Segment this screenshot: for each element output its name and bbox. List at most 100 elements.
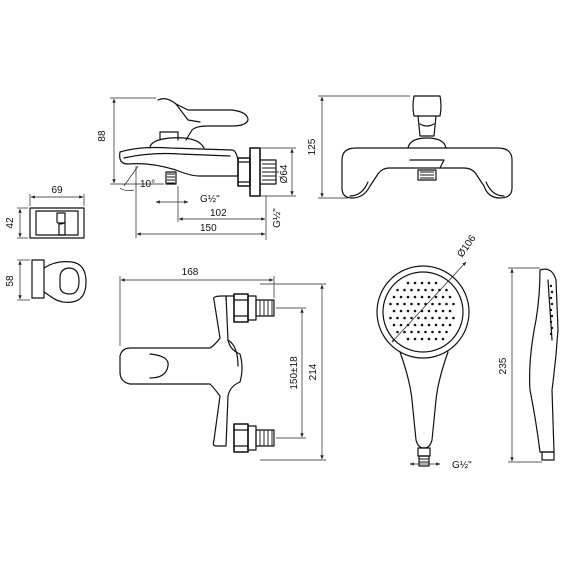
hand-shower-front-view: Ø106 G½"	[376, 233, 479, 471]
nozzle	[403, 330, 406, 334]
side-nozzle	[549, 308, 553, 312]
nozzle	[441, 295, 445, 299]
nozzle	[445, 288, 448, 292]
nozzle	[427, 281, 431, 285]
nozzle	[434, 323, 438, 327]
nozzle	[399, 323, 403, 327]
nozzle	[438, 302, 441, 306]
dim-spout-angle: 10°	[140, 179, 155, 190]
nozzle	[431, 288, 434, 292]
nozzle	[403, 316, 406, 320]
dim-thread-inlet: G½"	[272, 208, 283, 228]
nozzle	[427, 337, 431, 341]
dim-shower-head-dia: Ø106	[455, 233, 478, 260]
nozzle	[410, 316, 413, 320]
nozzle	[403, 288, 406, 292]
dim-faucet-height: 88	[97, 130, 108, 142]
nozzle	[452, 302, 455, 306]
dim-shower-thread: G½"	[452, 460, 472, 471]
side-nozzle	[549, 332, 553, 336]
nozzle	[410, 302, 413, 306]
nozzle	[417, 302, 420, 306]
dim-shower-length: 235	[498, 357, 509, 374]
nozzle	[420, 337, 424, 341]
nozzle	[424, 330, 427, 334]
dim-holder-width: 69	[51, 185, 63, 196]
dim-front-height: 125	[307, 138, 318, 155]
nozzle	[389, 302, 392, 306]
nozzle	[406, 337, 410, 341]
nozzle	[410, 330, 413, 334]
nozzle	[441, 323, 445, 327]
shower-side-nozzles	[549, 284, 554, 336]
nozzle	[399, 295, 403, 299]
hand-shower-side-view: 235	[498, 267, 559, 463]
side-nozzle	[550, 326, 554, 330]
nozzle	[434, 309, 438, 313]
nozzle	[431, 302, 434, 306]
side-nozzle	[549, 296, 553, 300]
nozzle	[406, 295, 410, 299]
nozzle	[434, 337, 438, 341]
nozzle	[417, 330, 420, 334]
nozzle	[420, 295, 424, 299]
side-nozzle	[550, 290, 554, 294]
nozzle	[438, 316, 441, 320]
nozzle	[403, 302, 406, 306]
nozzle	[420, 281, 424, 285]
nozzle	[396, 316, 399, 320]
nozzle	[441, 309, 445, 313]
side-nozzle	[549, 320, 553, 324]
faucet-top-view: 168 214 150±18	[119, 267, 326, 461]
nozzle	[434, 281, 438, 285]
nozzle	[392, 323, 396, 327]
nozzle	[431, 316, 434, 320]
nozzle	[417, 316, 420, 320]
shower-nozzle-grid	[389, 281, 455, 341]
dim-top-width: 168	[182, 267, 199, 278]
nozzle	[431, 330, 434, 334]
nozzle	[413, 309, 417, 313]
nozzle	[396, 330, 399, 334]
shower-holder-side-view: 58	[5, 259, 87, 303]
nozzle	[424, 316, 427, 320]
nozzle	[445, 330, 448, 334]
nozzle	[448, 295, 452, 299]
faucet-front-view: 125	[307, 95, 513, 199]
nozzle	[441, 337, 445, 341]
side-nozzle	[549, 284, 553, 288]
dim-inlet-spacing: 150±18	[289, 356, 300, 390]
nozzle	[389, 316, 392, 320]
dim-depth-inner: 102	[210, 208, 227, 219]
nozzle	[413, 295, 417, 299]
dim-top-length: 214	[308, 363, 319, 380]
nozzle	[448, 309, 452, 313]
nozzle	[399, 309, 403, 313]
side-nozzle	[550, 314, 554, 318]
nozzle	[410, 288, 413, 292]
nozzle	[445, 316, 448, 320]
nozzle	[427, 323, 431, 327]
faucet-side-view: 10° 88 G½" 102 150 G½" Ø64	[97, 97, 296, 240]
nozzle	[413, 337, 417, 341]
nozzle	[406, 281, 410, 285]
nozzle	[434, 295, 438, 299]
nozzle	[420, 323, 424, 327]
dim-depth-total: 150	[200, 223, 217, 234]
nozzle	[445, 302, 448, 306]
nozzle	[452, 316, 455, 320]
nozzle	[396, 288, 399, 292]
shower-holder-front-view: 69 42	[5, 185, 85, 239]
nozzle	[427, 309, 431, 313]
nozzle	[413, 323, 417, 327]
dim-thread-spout: G½"	[200, 194, 220, 205]
nozzle	[448, 323, 452, 327]
side-nozzle	[550, 302, 554, 306]
nozzle	[438, 330, 441, 334]
nozzle	[417, 288, 420, 292]
dim-escutcheon-dia: Ø64	[279, 164, 290, 183]
nozzle	[396, 302, 399, 306]
nozzle	[392, 295, 396, 299]
dim-holder-height: 42	[5, 217, 16, 229]
